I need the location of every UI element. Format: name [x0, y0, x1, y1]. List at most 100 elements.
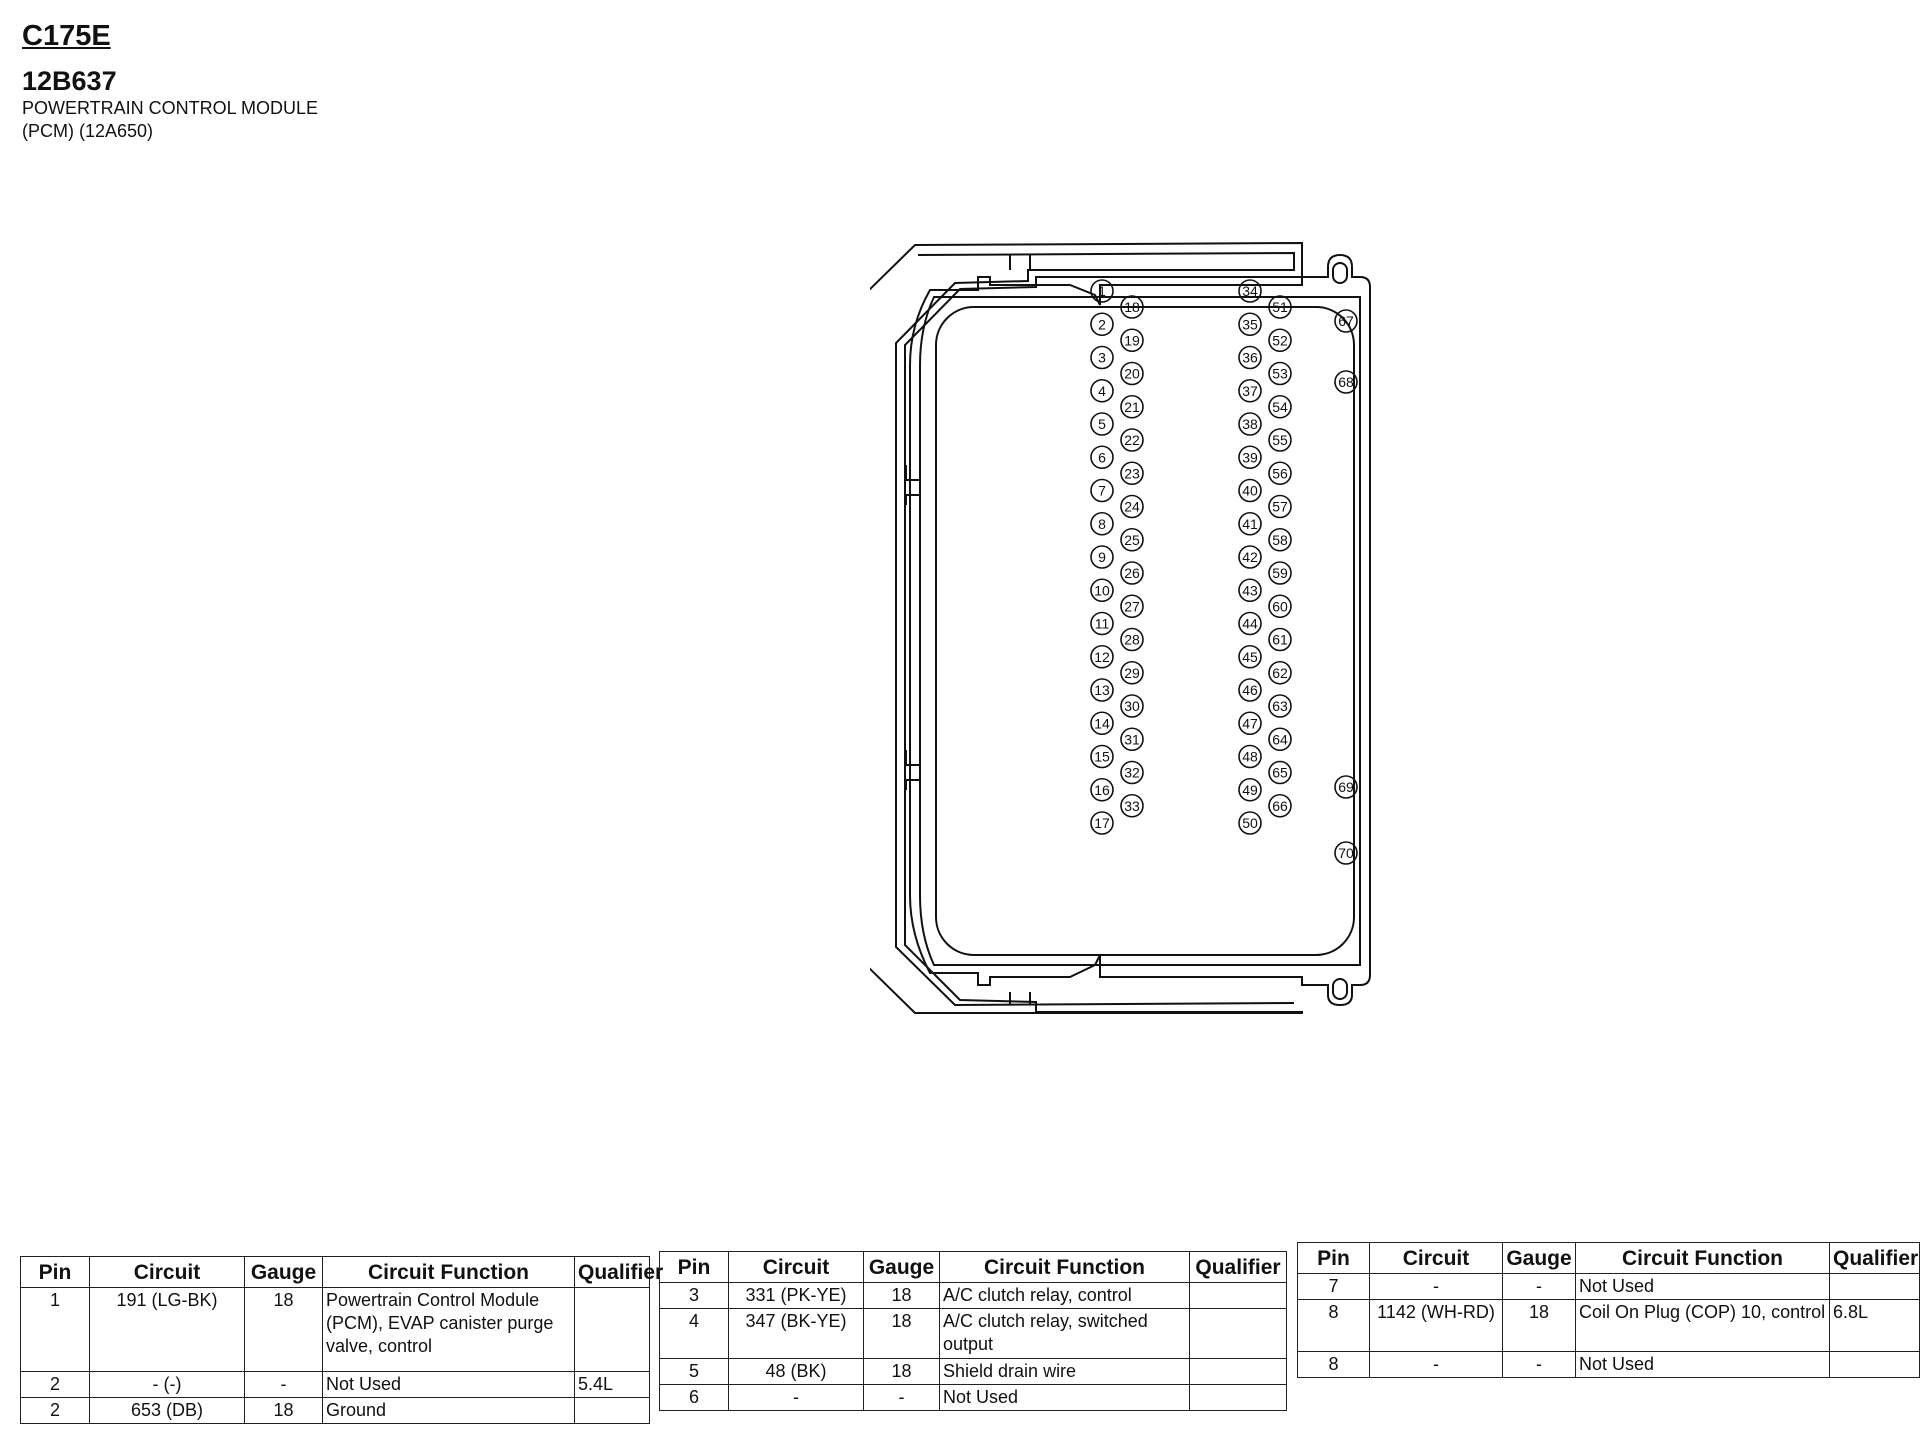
connector-pin-6: 6 [1090, 445, 1114, 470]
connector-pin-45: 45 [1238, 644, 1262, 669]
connector-pin-69: 69 [1334, 775, 1358, 799]
function-cell: A/C clutch relay, switched output [939, 1308, 1190, 1359]
svg-text:23: 23 [1124, 465, 1140, 481]
svg-text:61: 61 [1272, 632, 1288, 648]
svg-text:52: 52 [1272, 332, 1288, 348]
header-qualifier: Qualifier [574, 1256, 663, 1288]
svg-text:51: 51 [1272, 299, 1288, 315]
pin-cell: 2 [20, 1397, 90, 1424]
connector-pin-34: 34 [1238, 279, 1262, 303]
function-cell: Not Used [1575, 1351, 1830, 1378]
connector-pin-2: 2 [1090, 312, 1114, 337]
svg-text:56: 56 [1272, 465, 1288, 481]
svg-text:25: 25 [1124, 532, 1140, 548]
pin-cell: 8 [1297, 1299, 1370, 1352]
svg-text:2: 2 [1098, 316, 1106, 332]
header-circuit: Circuit [89, 1256, 245, 1288]
svg-text:41: 41 [1242, 516, 1258, 532]
pin-cell: 5 [659, 1358, 729, 1385]
connector-pin-32: 32 [1120, 760, 1144, 785]
svg-text:65: 65 [1272, 765, 1288, 781]
svg-text:70: 70 [1338, 845, 1354, 861]
connector-pin-42: 42 [1238, 545, 1262, 569]
connector-pin-21: 21 [1120, 394, 1144, 419]
connector-pin-28: 28 [1120, 627, 1144, 652]
connector-pin-50: 50 [1238, 811, 1262, 835]
svg-text:33: 33 [1124, 798, 1140, 814]
qualifier-cell [1189, 1384, 1287, 1411]
connector-pin-18: 18 [1120, 295, 1144, 319]
function-cell: A/C clutch relay, control [939, 1282, 1190, 1309]
svg-text:27: 27 [1124, 598, 1140, 614]
connector-pin-22: 22 [1120, 428, 1144, 452]
svg-text:68: 68 [1338, 374, 1354, 390]
connector-pin-24: 24 [1120, 494, 1144, 519]
circuit-cell: 1142 (WH-RD) [1369, 1299, 1503, 1352]
connector-pin-17: 17 [1090, 811, 1114, 835]
connector-pin-46: 46 [1238, 678, 1262, 702]
svg-text:38: 38 [1242, 416, 1258, 432]
connector-pin-13: 13 [1090, 678, 1114, 702]
pin-cell: 3 [659, 1282, 729, 1309]
svg-text:15: 15 [1094, 749, 1110, 765]
connector-pin-1: 1 [1090, 279, 1114, 303]
function-cell: Not Used [1575, 1273, 1830, 1300]
function-cell: Not Used [939, 1384, 1190, 1411]
header-circuit: Circuit [1369, 1242, 1503, 1274]
gauge-cell: - [244, 1371, 323, 1398]
svg-text:28: 28 [1124, 632, 1140, 648]
svg-text:32: 32 [1124, 765, 1140, 781]
pin-cell: 4 [659, 1308, 729, 1359]
table-row: 5 48 (BK) 18 Shield drain wire [659, 1358, 1287, 1385]
qualifier-cell [574, 1287, 650, 1372]
svg-text:40: 40 [1242, 483, 1258, 499]
circuit-cell: - [728, 1384, 864, 1411]
gauge-cell: 18 [1502, 1299, 1576, 1352]
svg-text:64: 64 [1272, 731, 1288, 747]
connector-pin-53: 53 [1268, 361, 1292, 386]
gauge-cell: 18 [244, 1397, 323, 1424]
svg-text:5: 5 [1098, 416, 1106, 432]
svg-text:57: 57 [1272, 499, 1288, 515]
svg-text:60: 60 [1272, 598, 1288, 614]
svg-text:45: 45 [1242, 649, 1258, 665]
svg-text:20: 20 [1124, 366, 1140, 382]
connector-pin-38: 38 [1238, 412, 1262, 436]
connector-pin-9: 9 [1090, 545, 1114, 569]
connector-pin-44: 44 [1238, 611, 1262, 636]
connector-pin-5: 5 [1090, 412, 1114, 436]
pin-cell: 2 [20, 1371, 90, 1398]
circuit-cell: - [1369, 1273, 1503, 1300]
svg-text:35: 35 [1242, 316, 1258, 332]
connector-pin-27: 27 [1120, 594, 1144, 619]
function-cell: Coil On Plug (COP) 10, control [1575, 1299, 1830, 1352]
svg-text:47: 47 [1242, 715, 1258, 731]
connector-pin-15: 15 [1090, 744, 1114, 769]
gauge-cell: - [1502, 1273, 1576, 1300]
connector-pin-14: 14 [1090, 711, 1114, 736]
pin-cell: 8 [1297, 1351, 1370, 1378]
connector-pin-35: 35 [1238, 312, 1262, 337]
connector-pin-52: 52 [1268, 328, 1292, 353]
header-gauge: Gauge [244, 1256, 323, 1288]
gauge-cell: - [1502, 1351, 1576, 1378]
svg-text:36: 36 [1242, 350, 1258, 366]
svg-text:12: 12 [1094, 649, 1110, 665]
header-pin: Pin [20, 1256, 90, 1288]
header-circuit-function: Circuit Function [939, 1251, 1190, 1283]
svg-text:21: 21 [1124, 399, 1140, 415]
svg-text:48: 48 [1242, 749, 1258, 765]
svg-text:37: 37 [1242, 383, 1258, 399]
part-number: 12B637 [22, 66, 117, 96]
svg-text:16: 16 [1094, 782, 1110, 798]
qualifier-cell [1829, 1273, 1920, 1300]
connector-pin-33: 33 [1120, 793, 1144, 818]
connector-pin-25: 25 [1120, 527, 1144, 552]
connector-pin-40: 40 [1238, 478, 1262, 503]
connector-pin-field: 1234567891011121314151617181920212223242… [1090, 279, 1358, 865]
svg-text:18: 18 [1124, 299, 1140, 315]
qualifier-cell: 6.8L [1829, 1299, 1920, 1352]
svg-text:22: 22 [1124, 432, 1140, 448]
svg-text:58: 58 [1272, 532, 1288, 548]
connector-pin-65: 65 [1268, 760, 1292, 785]
